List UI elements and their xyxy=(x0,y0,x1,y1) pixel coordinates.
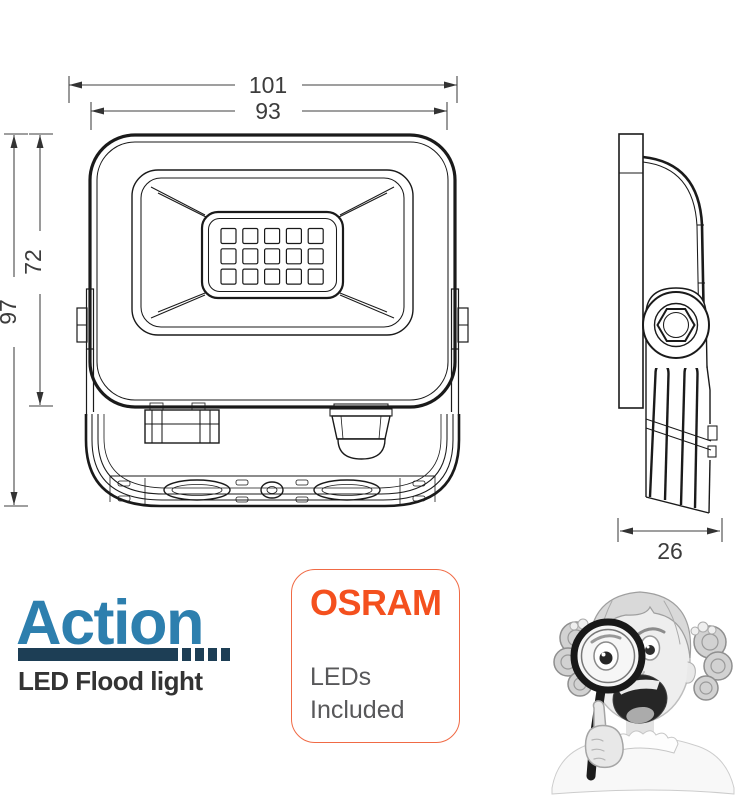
logo-bar xyxy=(18,648,178,661)
logo-bar-segment xyxy=(195,648,204,661)
led-chip xyxy=(285,227,302,245)
eye-glint xyxy=(646,645,650,649)
cable-gland xyxy=(329,403,393,460)
dim-height-inner-label: 72 xyxy=(20,249,46,275)
floodlight-body xyxy=(88,133,457,409)
dimension-height-outer: 97 xyxy=(0,133,28,507)
led-grid xyxy=(220,227,324,285)
pupil xyxy=(645,645,655,655)
pivot-knob xyxy=(642,287,710,369)
action-logo: Action LED Flood light xyxy=(16,592,246,697)
led-chip xyxy=(264,227,281,245)
bracket-base xyxy=(84,414,461,508)
led-chip xyxy=(307,248,324,265)
hand xyxy=(584,700,624,769)
connector-block xyxy=(144,402,220,444)
reflector-frame xyxy=(131,169,414,336)
dimension-depth: 26 xyxy=(617,518,723,564)
led-chip xyxy=(220,227,237,245)
magnifier-lens xyxy=(570,618,646,694)
logo-bar-segment xyxy=(182,648,191,661)
hair-strand xyxy=(663,600,681,645)
dim-depth-label: 26 xyxy=(657,538,683,564)
front-view xyxy=(76,133,469,508)
osram-brand-name: OSRAM xyxy=(310,582,442,623)
led-chip xyxy=(285,248,302,265)
dimension-height-inner: 72 xyxy=(20,133,53,407)
led-chip xyxy=(242,248,259,265)
action-brand-name: Action xyxy=(16,588,204,658)
osram-note-line2: Included xyxy=(310,695,405,724)
side-housing-curve xyxy=(642,155,706,333)
led-chip xyxy=(242,227,259,245)
osram-note-line1: LEDs xyxy=(310,663,372,691)
mounting-bracket-arms xyxy=(76,288,469,416)
led-chip xyxy=(264,268,281,285)
dim-width-inner-label: 93 xyxy=(255,98,281,124)
logo-bar-segment xyxy=(221,648,230,661)
ear xyxy=(685,661,696,684)
dim-height-outer-label: 97 xyxy=(0,299,21,325)
led-chip xyxy=(220,268,237,285)
hex-nut xyxy=(656,308,696,342)
led-panel xyxy=(200,210,345,300)
side-front-face xyxy=(618,133,644,409)
led-chip xyxy=(307,227,324,245)
side-view: 26 xyxy=(617,133,723,564)
dimension-width-outer: 101 xyxy=(68,72,458,103)
dimension-width-inner: 93 xyxy=(90,98,448,130)
action-logo-underline xyxy=(18,648,231,661)
action-tagline: LED Flood light xyxy=(18,666,203,696)
osram-note: LEDs Included xyxy=(310,661,443,726)
dim-width-outer-label: 101 xyxy=(249,72,287,98)
led-chip xyxy=(285,268,302,285)
led-chip xyxy=(264,248,281,265)
led-chip xyxy=(242,268,259,285)
bracket-fins xyxy=(645,358,718,514)
logo-bar-segment xyxy=(208,648,217,661)
led-chip xyxy=(307,268,324,285)
pigtail-right xyxy=(690,621,733,701)
led-chip xyxy=(220,248,237,265)
osram-badge: OSRAM LEDs Included xyxy=(291,569,460,743)
girl-with-magnifier-photo xyxy=(551,591,735,795)
hair xyxy=(588,591,692,661)
technical-drawing: 101 93 97 xyxy=(0,72,723,564)
